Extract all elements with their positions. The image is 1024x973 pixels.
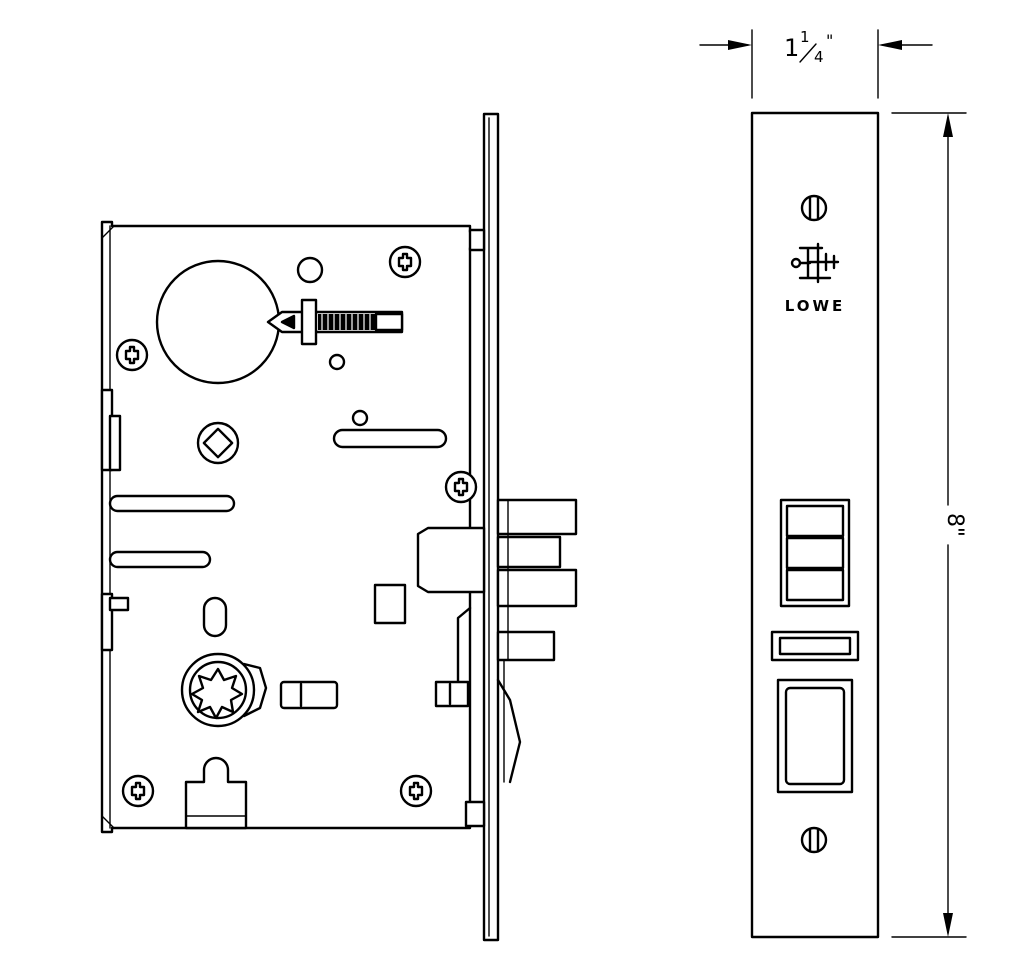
case-screw-bottom-right (399, 774, 433, 808)
width-numerator: 1 (800, 28, 810, 46)
width-whole: 1 (784, 34, 799, 62)
case-screw-edge (444, 470, 478, 504)
faceplate-screw-top (800, 194, 828, 222)
lever-hub (180, 652, 268, 728)
width-denominator: 4 (814, 48, 824, 66)
faceplate-front-view: LOWE (750, 111, 880, 939)
case-screw-left (115, 338, 149, 372)
latch-window (779, 498, 851, 608)
bottom-tab (184, 756, 248, 830)
height-dimension: 8" (891, 112, 967, 938)
aux-latch (770, 630, 860, 662)
cylinder-hole (155, 259, 281, 385)
latch-bolts (416, 498, 578, 784)
lowe-logo-mark (790, 242, 840, 284)
width-mark: " (826, 31, 833, 50)
case-screw-top-right (388, 245, 422, 279)
height-label: 8" (942, 513, 967, 537)
lock-body-side-view (100, 112, 578, 942)
width-dimension: 1 1 4 " (699, 28, 933, 99)
brand-name: LOWE (785, 297, 846, 315)
deadbolt-window (776, 678, 854, 794)
case-screw-bottom-left (121, 774, 155, 808)
spindle-hub (196, 421, 240, 465)
faceplate-edge (482, 112, 500, 942)
set-screw (266, 298, 404, 346)
faceplate-screw-bottom (800, 826, 828, 854)
